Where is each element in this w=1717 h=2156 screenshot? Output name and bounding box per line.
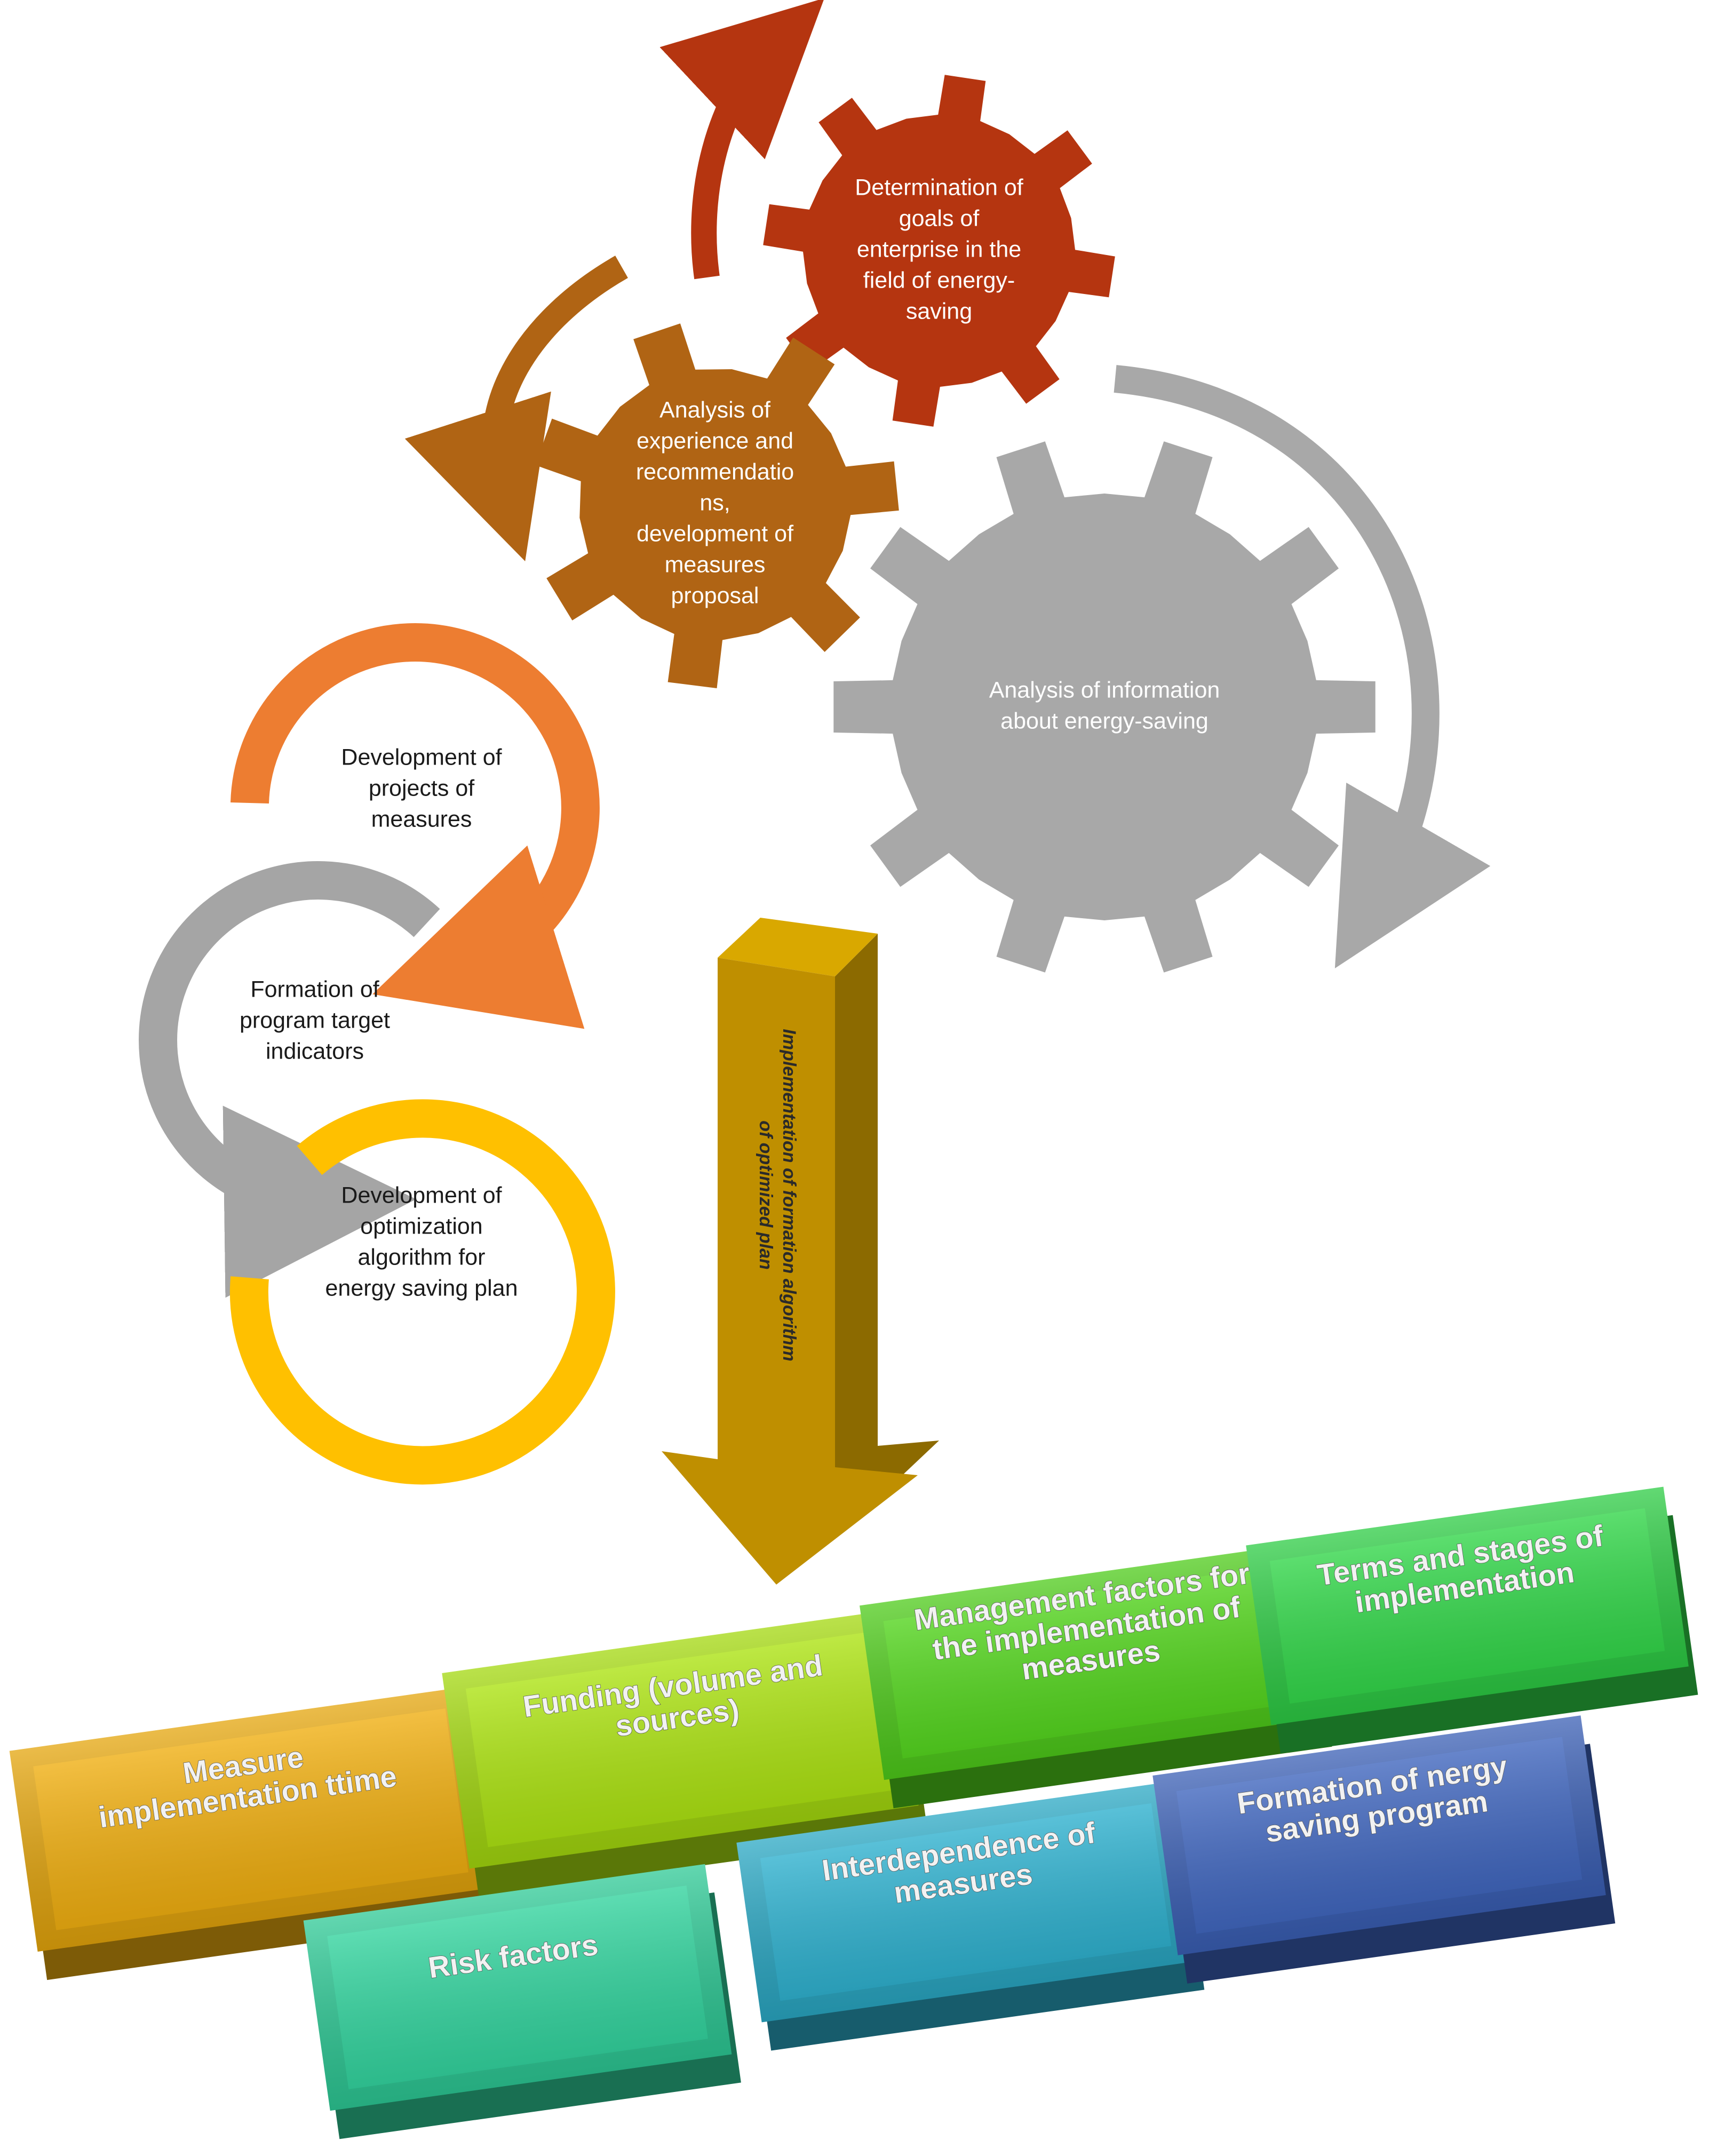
ring-target-indicators-line: Formation of [250,976,379,1002]
down-arrow-body [662,958,918,1585]
gear-analysis-experience-line: Analysis of [659,397,771,423]
down-arrow-side [808,934,939,1553]
gear-goals-line: saving [906,298,972,324]
down-arrow-top [718,918,878,976]
arrow-to-information [1114,365,1491,969]
gear-analysis-information-shape [833,441,1376,973]
gear-goals-shape [763,75,1115,427]
ring-projects-arc [230,623,600,1029]
ring-optimization-line: Development of [341,1182,502,1208]
block-terms-stages-gloss [1246,1486,1689,1725]
block-risk-factors-gloss [303,1864,732,2111]
gear-analysis-experience-label: Analysis of experience and recommendatio ns… [636,397,794,608]
ring-projects-line: projects of [369,775,475,801]
ring-optimization: Development of optimization algorithm for e… [229,1099,615,1485]
block-measure-time-gloss [9,1687,492,1952]
gear-goals-label: Determination of goals of enterprise in th… [855,174,1024,324]
gear-analysis-experience-line: proposal [671,583,759,608]
implementation-down-arrow: Implementation of formation algorithmof … [662,918,939,1585]
ring-optimization-line: algorithm for [358,1244,486,1270]
ring-target-indicators: Formation of program target indicators [139,861,440,1298]
down-arrow-line: Implementation of formation algorithm [779,1029,799,1361]
gear-analysis-experience-line: ns, [699,490,730,515]
ring-optimization-arc [229,1099,615,1485]
ring-target-indicators-line: program target [240,1007,390,1033]
arrow-to-experience [404,256,628,562]
gear-analysis-experience-shape [535,323,899,688]
gear-goals-line: enterprise in the [857,236,1021,262]
block-risk-factors: Risk factors [303,1864,741,2139]
gear-goals-line: goals of [899,205,980,231]
gear-analysis-information-label: Analysis of information about energy-savi… [989,677,1220,734]
ring-projects-label: Development of projects of measures [341,744,502,832]
ring-projects-line: Development of [341,744,502,770]
block-funding-gloss [442,1610,919,1869]
gear-goals-line: field of energy- [863,267,1015,293]
ring-projects: Development of projects of measures [230,623,600,1029]
gear-analysis-experience: Analysis of experience and recommendatio ns… [535,323,899,688]
gear-analysis-experience-line: recommendatio [636,459,794,484]
ring-optimization-line: optimization [360,1213,482,1239]
block-interdependence-gloss [736,1781,1195,2023]
gear-analysis-information-line: about energy-saving [1000,708,1209,734]
gear-analysis-experience-line: experience and [637,428,793,454]
ring-target-indicators-label: Formation of program target indicators [240,976,390,1064]
down-arrow-label: Implementation of formation algorithmof … [756,1029,799,1361]
ring-target-indicators-line: indicators [266,1038,364,1064]
gear-analysis-information: Analysis of information about energy-savi… [833,441,1376,973]
ring-optimization-line: energy saving plan [325,1275,518,1301]
gear-goals: Determination of goals of enterprise in th… [763,75,1115,427]
gear-analysis-experience-line: measures [665,552,766,577]
gear-goals-line: Determination of [855,174,1024,200]
gear-analysis-experience-line: development of [637,521,794,546]
gear-analysis-information-line: Analysis of information [989,677,1220,703]
arrow-to-goals [659,0,824,280]
ring-target-indicators-arc [139,861,440,1298]
block-formation-program-gloss [1152,1715,1606,1955]
ring-projects-line: measures [371,806,472,832]
down-arrow-line: of optimized plan [756,1120,776,1270]
ring-optimization-label: Development of optimization algorithm for e… [325,1182,518,1301]
block-management-factors-gloss [860,1544,1323,1780]
